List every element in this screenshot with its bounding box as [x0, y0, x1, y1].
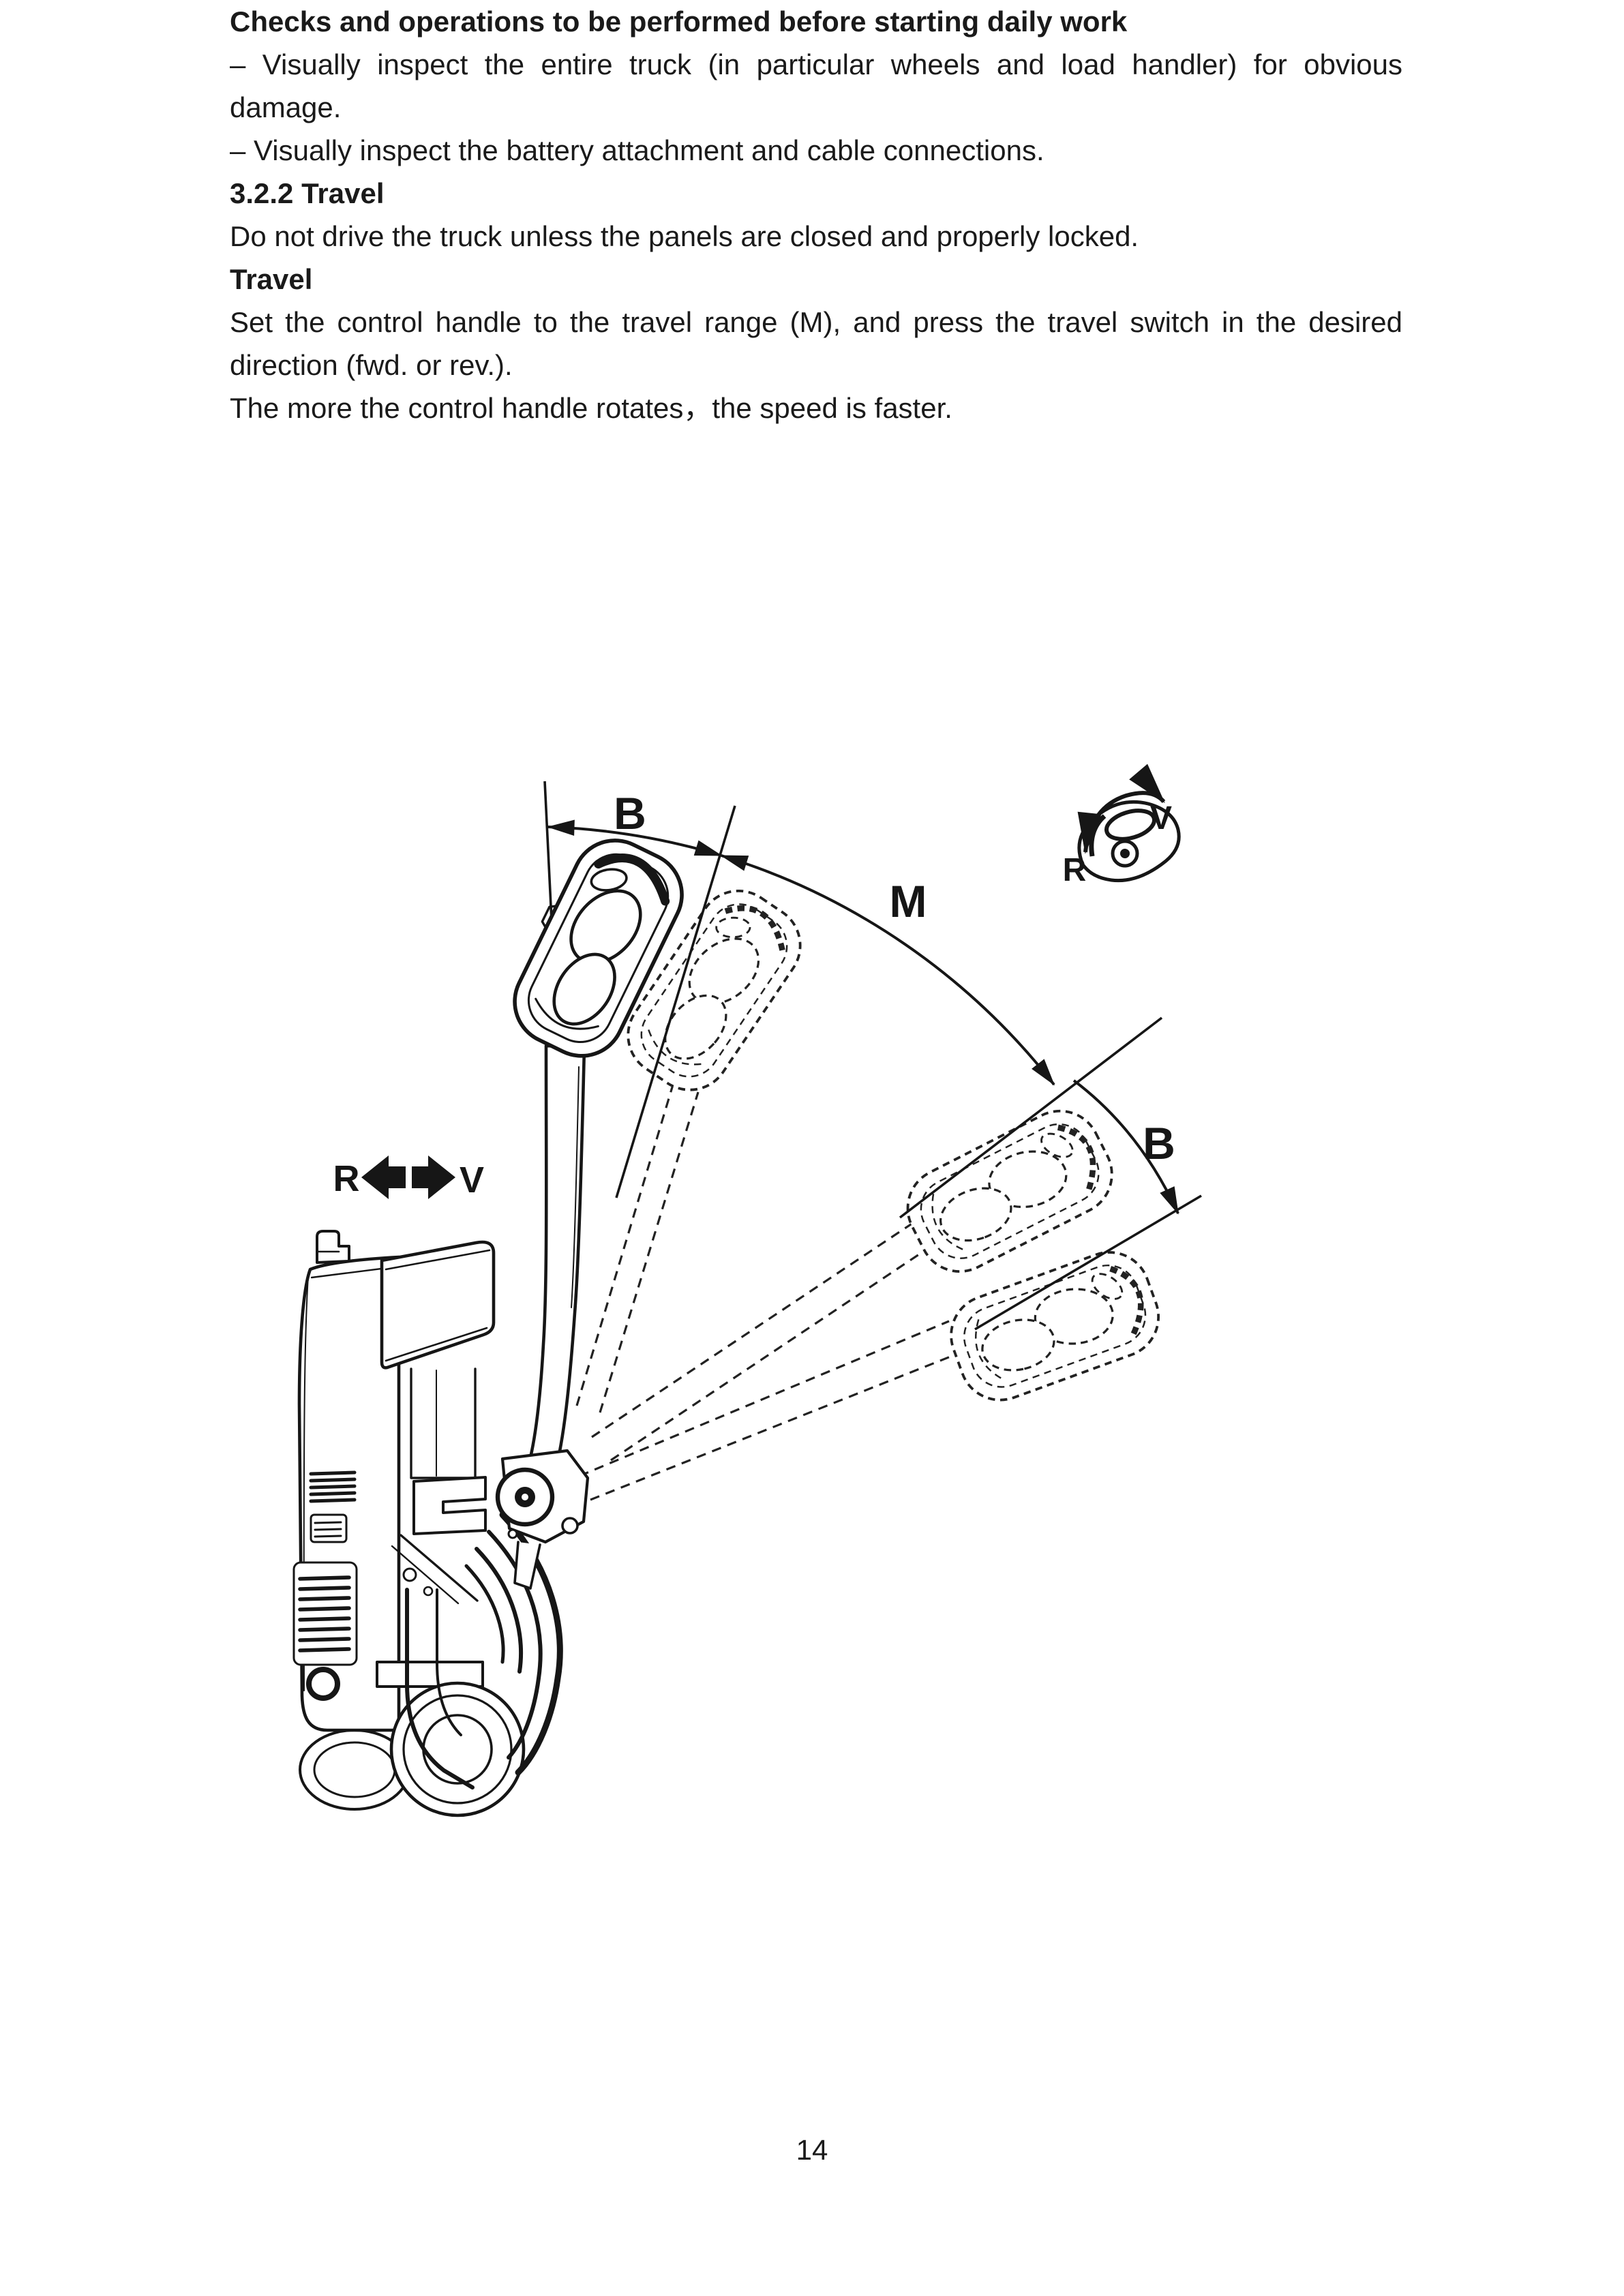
section-number-heading: 3.2.2 Travel — [230, 177, 385, 209]
tiller-range-fan — [543, 781, 1202, 1331]
fan-line-lower — [974, 1194, 1202, 1331]
wheel-fork — [405, 1588, 475, 1789]
travel-paragraph-1: Set the control handle to the travel ran… — [230, 306, 1402, 381]
fan-line-b-m — [615, 805, 736, 1198]
rotate-label-forward: V — [1150, 800, 1172, 836]
tiller-arm — [524, 1044, 586, 1479]
vent-grille-upper — [309, 1470, 357, 1503]
fork-bracket — [412, 1476, 487, 1535]
fan-line-m-b — [899, 1016, 1163, 1219]
direction-label-forward: V — [460, 1160, 484, 1200]
label-brake-top: B — [614, 788, 646, 839]
battery-connector — [316, 1230, 350, 1264]
label-travel-range: M — [890, 876, 927, 926]
tiller-head-solid — [513, 839, 684, 1058]
tiller-travel-diagram: B M B R V R V — [0, 750, 1624, 1875]
travel-paragraph-2: The more the control handle rotates，the … — [230, 392, 952, 424]
page-number: 14 — [796, 2134, 828, 2166]
truck-hood — [380, 1240, 496, 1370]
check-item-2: – Visually inspect the battery attachmen… — [230, 134, 1044, 166]
travel-subheading: Travel — [230, 263, 313, 295]
travel-warning: Do not drive the truck unless the panels… — [230, 220, 1139, 252]
arc-brake-top — [547, 819, 723, 857]
tiller-swing-dashed-lines — [575, 1082, 958, 1501]
direction-label-reverse: R — [333, 1158, 360, 1199]
arc-travel-range — [720, 854, 1055, 1086]
drive-wheel — [389, 1681, 526, 1817]
checks-heading: Checks and operations to be performed be… — [230, 5, 1128, 37]
check-item-1: – Visually inspect the entire truck (in … — [230, 48, 1402, 123]
page-text-column: Checks and operations to be performed be… — [230, 0, 1402, 429]
direction-arrows-icon: R V — [333, 1155, 484, 1200]
tiller-knob-rotate-arrow-icon: R V — [1063, 764, 1181, 888]
tiller-pivot — [495, 1449, 590, 1590]
drain-knob — [306, 1667, 340, 1701]
arc-brake-lower — [1072, 1079, 1179, 1215]
vent-grille-lower — [292, 1561, 358, 1666]
pallet-truck-illustration — [292, 839, 684, 1817]
label-brake-right: B — [1143, 1118, 1175, 1168]
rotate-label-reverse: R — [1063, 852, 1087, 888]
